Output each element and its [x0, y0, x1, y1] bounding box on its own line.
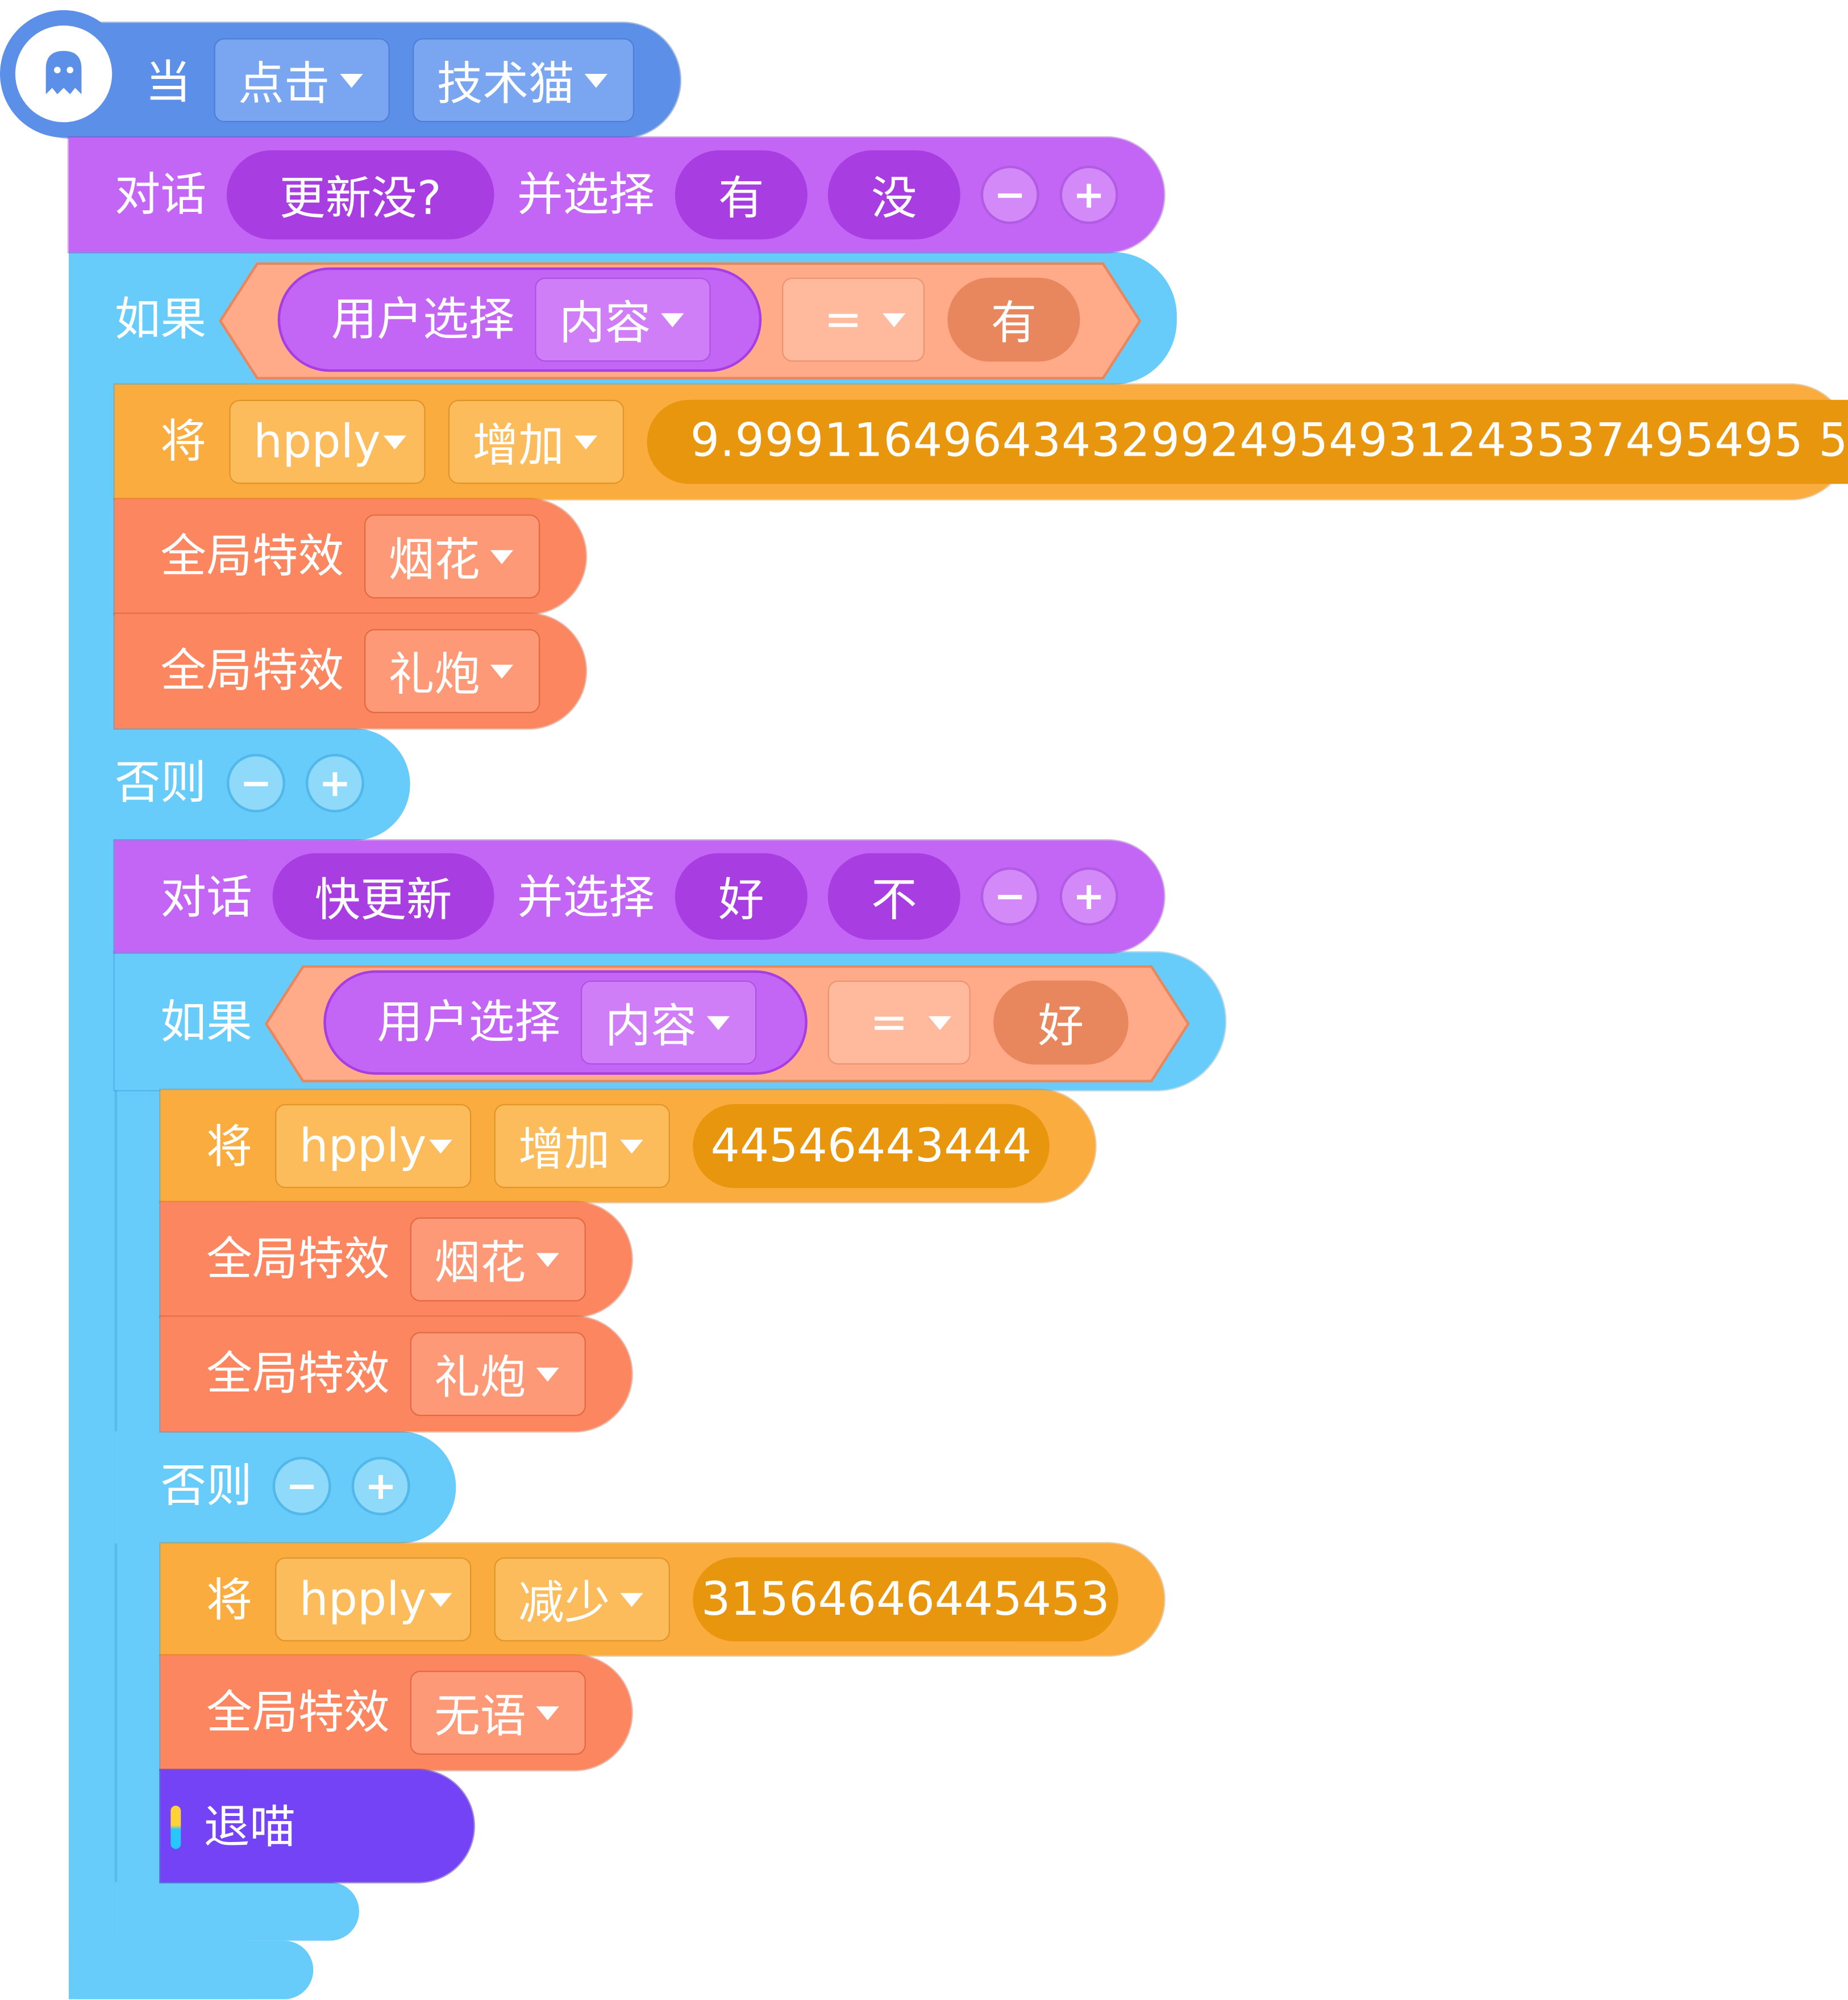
chevron-down-icon [383, 435, 406, 449]
set-label: 将 [160, 416, 207, 469]
effect-dropdown[interactable]: 礼炮 [364, 629, 540, 714]
option-b-input[interactable]: 没 [827, 150, 960, 240]
and-choose-label: 并选择 [517, 169, 655, 222]
compare-operator-dropdown[interactable]: = [827, 980, 971, 1065]
effect-dropdown[interactable]: 无语 [410, 1670, 586, 1755]
compare-value-input[interactable]: 有 [947, 277, 1080, 362]
dialog-question-input[interactable]: 快更新 [272, 853, 494, 940]
remove-branch-button[interactable]: − [272, 1456, 331, 1516]
chevron-down-icon [536, 1706, 559, 1720]
global-effect-label: 全局特效 [206, 1348, 390, 1401]
dialog-label: 对话 [160, 872, 252, 925]
global-effect-label: 全局特效 [206, 1234, 390, 1286]
variable-name: hpply [299, 1120, 427, 1173]
change-value-text: 9.999116496434329924954931243537495495 5… [690, 415, 1848, 468]
quit-color-bar-icon [170, 1806, 181, 1849]
user-choice-field-dropdown[interactable]: 内容 [535, 277, 711, 362]
set-label: 将 [206, 1122, 252, 1174]
ghost-cat-icon [15, 25, 113, 123]
chevron-down-icon [536, 1252, 559, 1266]
event-target-label: 技术猫 [436, 59, 575, 111]
option-b-input[interactable]: 不 [827, 853, 960, 940]
remove-option-button[interactable]: − [980, 867, 1039, 926]
change-value-input[interactable]: 31564646445453 [693, 1557, 1118, 1641]
option-a-input[interactable]: 有 [675, 150, 808, 240]
chevron-down-icon [574, 435, 598, 449]
else-label: 否则 [160, 1460, 252, 1513]
add-option-button[interactable]: + [1059, 867, 1118, 926]
user-choice-field-dropdown[interactable]: 内容 [580, 980, 757, 1065]
field-label: 内容 [605, 1001, 697, 1053]
effect-name: 烟花 [388, 535, 480, 588]
effect-name: 礼炮 [388, 649, 480, 702]
change-value-input[interactable]: 44546443444 [693, 1104, 1050, 1189]
option-a-input[interactable]: 好 [675, 853, 808, 940]
remove-option-button[interactable]: − [980, 165, 1039, 224]
dialog-label: 对话 [114, 169, 207, 222]
and-choose-label: 并选择 [517, 872, 655, 925]
else-label: 否则 [114, 757, 207, 810]
if-label: 如果 [160, 997, 252, 1049]
when-label: 当 [145, 57, 192, 110]
dialog-question-input[interactable]: 更新没? [226, 150, 494, 240]
chevron-down-icon [883, 312, 906, 327]
remove-branch-button[interactable]: − [226, 753, 286, 813]
effect-dropdown[interactable]: 礼炮 [410, 1332, 586, 1416]
variable-dropdown[interactable]: hpply [275, 1104, 472, 1189]
effect-dropdown[interactable]: 烟花 [410, 1217, 586, 1302]
set-label: 将 [206, 1575, 252, 1628]
chevron-down-icon [428, 1139, 452, 1153]
operator-label: = [824, 293, 863, 346]
if-label: 如果 [114, 294, 207, 347]
global-effect-label: 全局特效 [160, 531, 344, 584]
chevron-down-icon [929, 1015, 952, 1030]
op-label: 增加 [472, 420, 564, 473]
event-action-dropdown[interactable]: 点击 [214, 38, 390, 123]
chevron-down-icon [490, 549, 514, 564]
compare-operator-dropdown[interactable]: = [782, 277, 925, 362]
quit-block[interactable] [160, 1770, 474, 1882]
effect-name: 烟花 [434, 1238, 526, 1290]
variable-name: hpply [299, 1573, 427, 1626]
event-target-dropdown[interactable]: 技术猫 [413, 38, 635, 123]
variable-dropdown[interactable]: hpply [229, 399, 426, 484]
chevron-down-icon [428, 1592, 452, 1607]
variable-dropdown[interactable]: hpply [275, 1557, 472, 1641]
chevron-down-icon [620, 1592, 643, 1607]
add-branch-button[interactable]: + [351, 1456, 410, 1516]
change-op-dropdown[interactable]: 增加 [494, 1104, 670, 1189]
chevron-down-icon [661, 312, 684, 327]
event-action-label: 点击 [238, 59, 330, 111]
change-value-input[interactable]: 9.999116496434329924954931243537495495 5… [647, 399, 1848, 484]
operator-label: = [869, 996, 909, 1049]
change-op-dropdown[interactable]: 增加 [448, 399, 625, 484]
user-choice-label: 用户选择 [331, 294, 515, 347]
chevron-down-icon [584, 73, 608, 88]
op-label: 增加 [518, 1124, 610, 1177]
compare-value-input[interactable]: 好 [993, 980, 1129, 1065]
chevron-down-icon [620, 1139, 643, 1153]
quit-label: 退喵 [203, 1802, 295, 1855]
change-op-dropdown[interactable]: 减少 [494, 1557, 670, 1641]
global-effect-label: 全局特效 [206, 1687, 390, 1740]
add-branch-button[interactable]: + [305, 753, 364, 813]
field-label: 内容 [559, 298, 651, 351]
effect-name: 无语 [434, 1691, 526, 1744]
chevron-down-icon [340, 73, 363, 88]
chevron-down-icon [706, 1015, 730, 1030]
effect-name: 礼炮 [434, 1352, 526, 1405]
add-option-button[interactable]: + [1059, 165, 1118, 224]
variable-name: hpply [253, 415, 381, 468]
user-choice-label: 用户选择 [377, 997, 561, 1049]
effect-dropdown[interactable]: 烟花 [364, 514, 540, 599]
op-label: 减少 [518, 1577, 610, 1630]
chevron-down-icon [536, 1366, 559, 1381]
chevron-down-icon [490, 664, 514, 678]
global-effect-label: 全局特效 [160, 645, 344, 698]
